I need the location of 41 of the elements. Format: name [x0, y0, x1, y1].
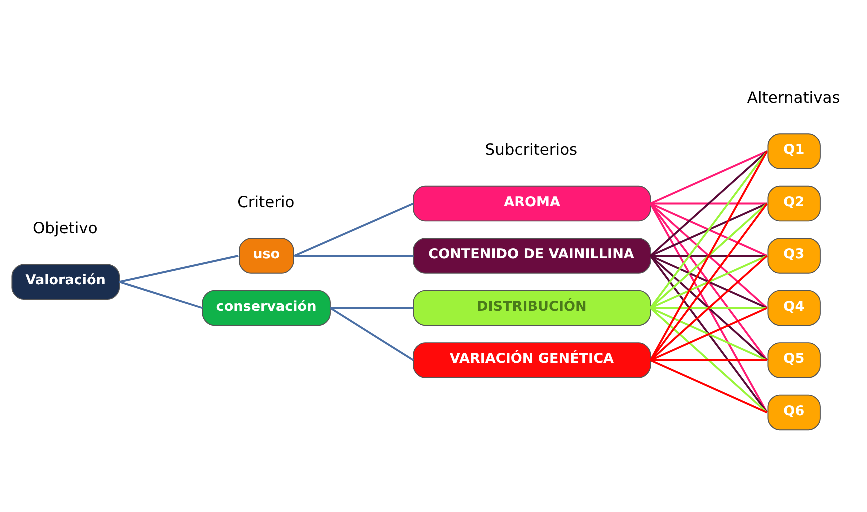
connector: [330, 307, 414, 310]
connector: [650, 360, 768, 362]
node-box: uso: [239, 238, 294, 274]
connector: [650, 150, 768, 257]
connector: [119, 255, 239, 284]
node-box: Q2: [768, 186, 821, 222]
node-box: DISTRIBUCIÓN: [413, 290, 652, 326]
connector: [294, 202, 414, 257]
connector: [650, 307, 768, 362]
connector: [650, 360, 768, 414]
connector: [650, 308, 768, 414]
node-box: AROMA: [413, 186, 652, 222]
node-box: Q3: [768, 238, 821, 274]
node-box: Q1: [768, 134, 821, 170]
connector: [650, 150, 768, 205]
connector: [650, 255, 768, 414]
connector: [650, 202, 768, 257]
connector: [650, 151, 768, 361]
node-box: VARIACIÓN GENÉTICA: [413, 342, 652, 378]
connector: [294, 255, 414, 257]
connector: [650, 255, 768, 257]
connector: [650, 150, 768, 309]
connector: [650, 203, 768, 362]
node-box: conservación: [202, 290, 331, 326]
label: Objetivo: [33, 220, 98, 238]
connector: [119, 281, 204, 310]
connector: [650, 307, 768, 310]
node-box: Q6: [768, 394, 821, 431]
node-box: CONTENIDO DE VAINILLINA: [413, 238, 652, 274]
node-box: Valoración: [12, 264, 120, 300]
label: Subcriterios: [485, 141, 578, 160]
connector: [650, 203, 768, 414]
node-box: Q5: [768, 342, 821, 378]
connector: [650, 203, 768, 309]
label: Criterio: [238, 193, 295, 212]
connector: [650, 255, 768, 362]
connector: [330, 307, 414, 362]
node-box: Q4: [768, 290, 821, 326]
label: Alternativas: [747, 88, 840, 107]
connector: [650, 202, 768, 205]
connector: [650, 255, 768, 310]
